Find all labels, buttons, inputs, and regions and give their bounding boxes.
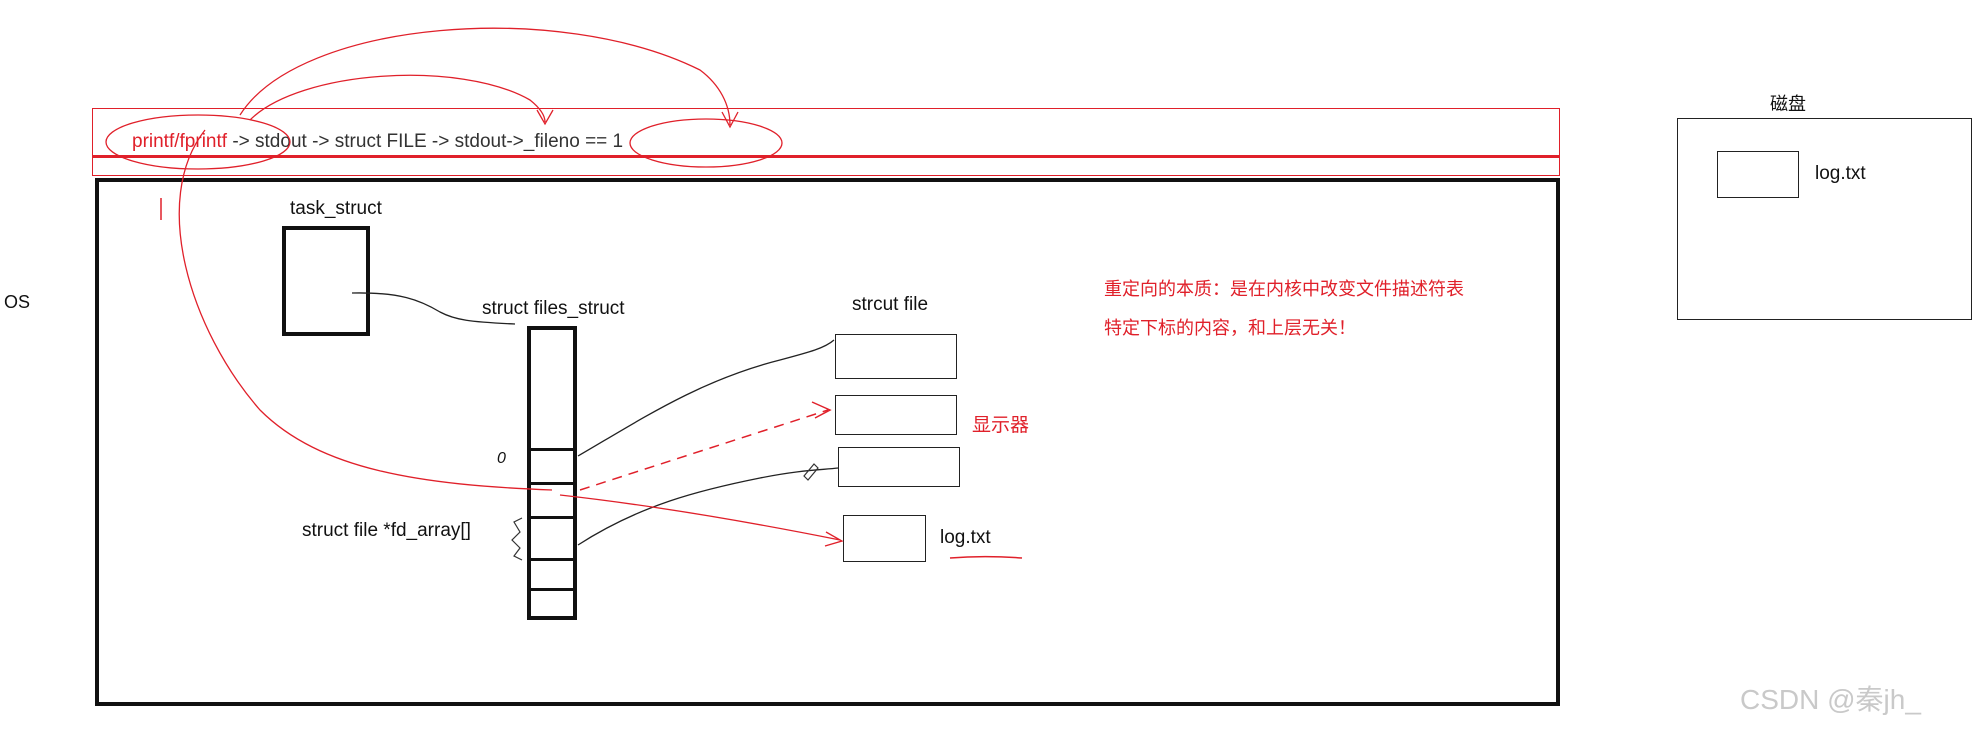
files-struct-label: struct files_struct: [482, 298, 625, 319]
chain-frame: [92, 108, 1560, 156]
display-arrowhead: [811, 401, 832, 419]
arc-arrowhead: [721, 111, 739, 129]
inner-arc-arrowhead: [536, 109, 554, 126]
disk-file-box: [1717, 151, 1799, 198]
printf-to-fd1-curve: [178, 129, 553, 491]
os-label: OS: [4, 292, 31, 312]
inner-arc: [249, 74, 546, 123]
fd-slot-0: [531, 448, 573, 451]
fd-slot-4: [531, 588, 573, 591]
pencil-icon: [803, 463, 819, 481]
file-object-log: [843, 515, 926, 562]
chain-printf: printf/fprintf: [132, 131, 228, 152]
log-arrowhead: [824, 531, 844, 547]
note-line-2: 特定下标的内容，和上层无关！: [1104, 318, 1356, 338]
chain-fileno: _fileno == 1: [523, 131, 624, 152]
fd-array-label: struct file *fd_array[]: [302, 520, 471, 541]
fd-slot-2: [531, 516, 573, 519]
file-object-1: [835, 334, 957, 379]
struct-file-label: strcut file: [852, 294, 929, 315]
disk-file-label: log.txt: [1815, 163, 1866, 184]
log-underline: [949, 555, 1023, 559]
chain-middle: -> stdout -> struct FILE -> stdout->: [227, 131, 524, 152]
fd2-to-file3-line: [577, 467, 839, 546]
fd1-to-log-arrow: [559, 494, 841, 541]
fd-index-zero: 0: [497, 450, 506, 467]
printf-to-fileno-arc: [239, 27, 731, 126]
chain-text: printf/fprintf -> stdout -> struct FILE …: [132, 131, 623, 153]
task-struct-box: [282, 226, 370, 336]
os-box: [95, 178, 1560, 706]
fileno-circle: [629, 118, 783, 168]
display-label: 显示器: [972, 415, 1030, 436]
fd-array-column: [527, 326, 577, 620]
watermark: CSDN @秦jh_: [1740, 684, 1921, 715]
fd0-to-file1-line: [577, 339, 835, 457]
fd1-to-display-dashed: [579, 409, 829, 491]
file-object-display: [835, 395, 957, 435]
fd-array-brace: [511, 517, 523, 561]
task-struct-label: task_struct: [290, 198, 382, 219]
note-line-1: 重定向的本质：是在内核中改变文件描述符表: [1104, 279, 1464, 299]
fd-slot-1: [531, 482, 573, 485]
file-object-3: [838, 447, 960, 487]
chain-underline-frame: [92, 156, 1560, 176]
task-to-files-line: [351, 292, 516, 325]
fd-slot-3: [531, 558, 573, 561]
log-file-label: log.txt: [940, 527, 991, 548]
disk-title: 磁盘: [1770, 94, 1806, 114]
printf-circle: [105, 114, 291, 170]
